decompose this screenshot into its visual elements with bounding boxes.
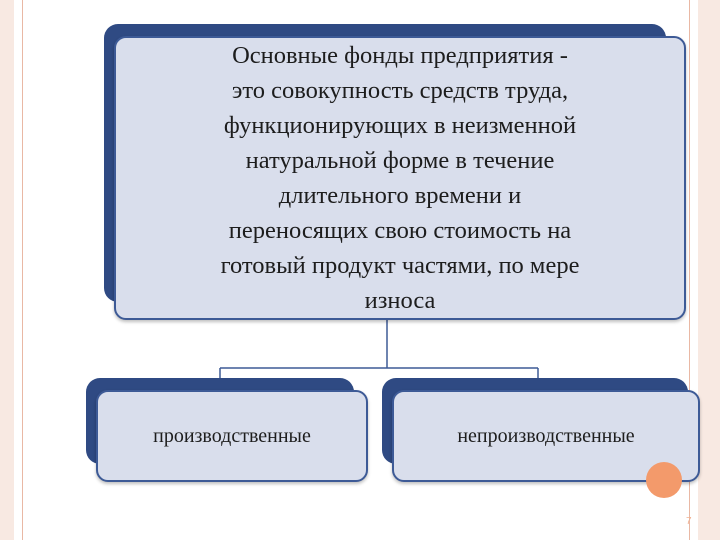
accent-circle bbox=[646, 462, 682, 498]
page-number: 7 bbox=[686, 516, 692, 527]
frame-rule-left bbox=[22, 0, 23, 540]
frame-rule-right bbox=[689, 0, 690, 540]
category-card-production-body: производственные bbox=[96, 390, 368, 482]
category-card-nonproduction-body: непроизводственные bbox=[392, 390, 700, 482]
definition-text: Основные фонды предприятия - это совокуп… bbox=[220, 42, 580, 314]
category-label-production: производственные bbox=[153, 424, 311, 447]
category-label-nonproduction: непроизводственные bbox=[457, 424, 635, 447]
definition-card-body: Основные фонды предприятия - это совокуп… bbox=[114, 36, 686, 320]
